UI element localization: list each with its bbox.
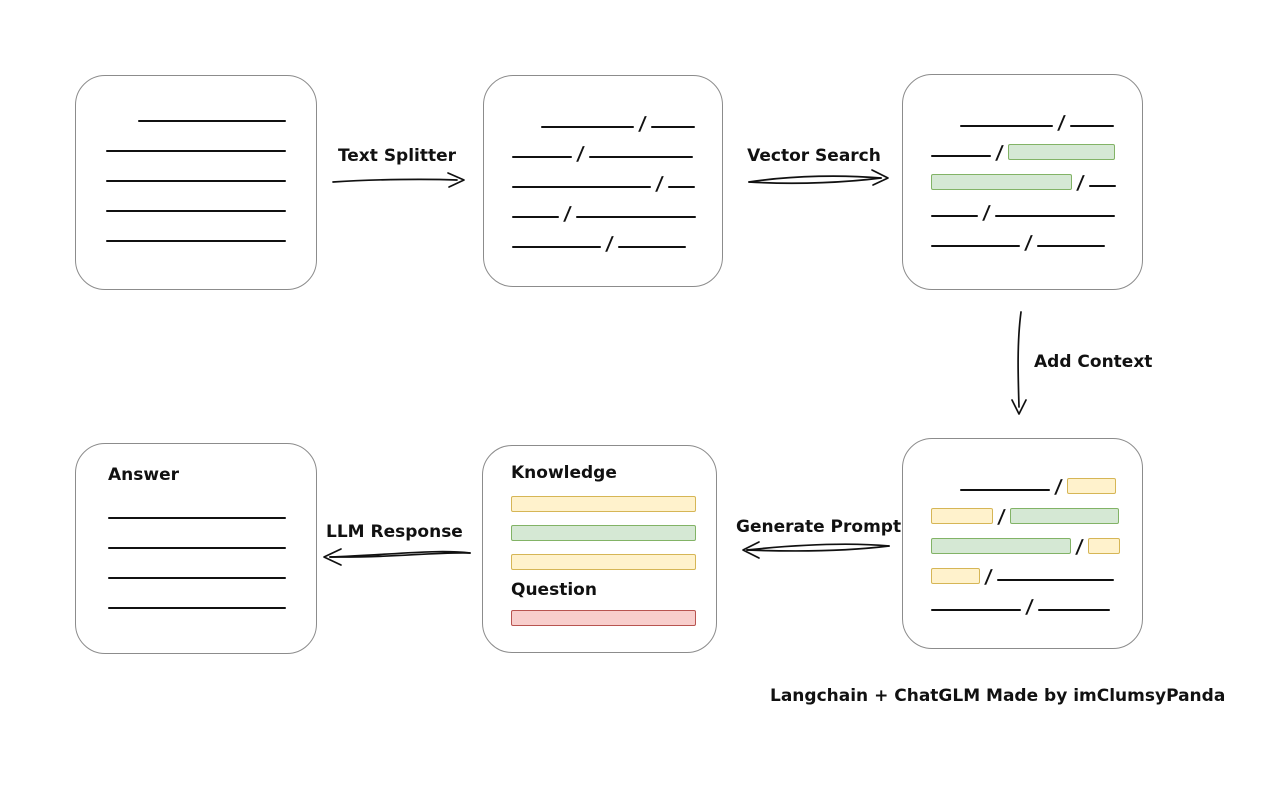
text-line — [650, 126, 695, 128]
text-line — [106, 240, 286, 242]
green-highlight-chip — [931, 538, 1071, 554]
chunk-row: / — [931, 585, 1142, 618]
answer-text-lines — [108, 486, 286, 609]
text-line-row — [106, 182, 286, 212]
vector-search-arrow — [748, 169, 889, 186]
text-splitter-label: Text Splitter — [337, 146, 457, 166]
question-title: Question — [511, 580, 597, 600]
prompt-box: Knowledge Question — [482, 445, 717, 653]
text-line — [931, 155, 991, 157]
yellow-highlight-chip — [931, 568, 980, 584]
slash-separator: / — [604, 233, 615, 255]
yellow-highlight-chip — [931, 508, 993, 524]
answer-box: Answer — [75, 443, 317, 654]
text-line — [931, 609, 1021, 611]
green-highlight-chip — [1007, 144, 1115, 160]
text-line — [512, 156, 572, 158]
add-context-label: Add Context — [1034, 352, 1153, 372]
credit-caption: Langchain + ChatGLM Made by imClumsyPand… — [770, 686, 1226, 706]
text-line — [588, 156, 693, 158]
chunk-row: / — [931, 555, 1142, 588]
text-line-row — [106, 152, 286, 182]
chunk-row: / — [931, 465, 1142, 498]
slash-separator: / — [1024, 596, 1035, 618]
knowledge-bars — [511, 496, 696, 570]
chunk-row: / — [931, 161, 1142, 194]
text-line-row — [106, 122, 286, 152]
vector-search-label: Vector Search — [747, 146, 881, 166]
text-line — [1036, 245, 1105, 247]
slash-separator: / — [1023, 232, 1034, 254]
text-line — [512, 246, 601, 248]
chunk-row: / — [512, 102, 722, 135]
text-line — [1037, 609, 1110, 611]
text-line — [108, 517, 286, 519]
text-line — [931, 245, 1020, 247]
answer-title: Answer — [108, 465, 179, 485]
llm-response-arrow — [323, 548, 471, 566]
text-line-row — [108, 579, 286, 609]
chunk-row: / — [931, 221, 1142, 254]
question-bars — [511, 610, 696, 626]
yellow-highlight-chip — [1087, 538, 1120, 554]
chunk-row: / — [931, 191, 1142, 224]
text-line — [667, 186, 695, 188]
chunk-row: / — [931, 495, 1142, 528]
text-line — [108, 607, 286, 609]
text-line — [960, 125, 1053, 127]
text-line — [106, 150, 286, 152]
text-line-row — [106, 92, 286, 122]
add-context-arrow — [1011, 311, 1027, 415]
text-line-row — [106, 212, 286, 242]
red-bar — [511, 610, 696, 626]
text-line — [106, 180, 286, 182]
chunk-row: / — [512, 222, 722, 255]
chunk-row: / — [512, 162, 722, 195]
context-added-box: ///// — [902, 438, 1143, 649]
llm-response-label: LLM Response — [326, 522, 463, 542]
green-highlight-chip — [1009, 508, 1119, 524]
text-line — [960, 489, 1050, 491]
vector-search-result-box: ///// — [902, 74, 1143, 290]
text-line — [108, 547, 286, 549]
yellow-bar — [511, 554, 696, 570]
vector-result-rows: ///// — [903, 75, 1142, 254]
text-line — [617, 246, 686, 248]
knowledge-title: Knowledge — [511, 463, 617, 483]
text-line — [575, 216, 696, 218]
text-line — [541, 126, 634, 128]
context-rows: ///// — [903, 439, 1142, 618]
green-highlight-chip — [931, 174, 1072, 190]
text-splitter-arrow — [332, 172, 465, 188]
text-line — [1088, 185, 1116, 187]
chunk-row: / — [931, 131, 1142, 164]
text-line — [931, 215, 978, 217]
chunk-row: / — [931, 525, 1142, 558]
text-line — [1069, 125, 1114, 127]
source-document-box — [75, 75, 317, 290]
yellow-bar — [511, 496, 696, 512]
chunk-row: / — [931, 101, 1142, 134]
text-line — [512, 186, 651, 188]
text-line — [996, 579, 1114, 581]
split-text-rows: ///// — [484, 76, 722, 255]
chunk-row: / — [512, 192, 722, 225]
chunk-row: / — [512, 132, 722, 165]
document-text-lines — [76, 76, 316, 242]
generate-prompt-arrow — [742, 541, 890, 559]
text-line-row — [108, 519, 286, 549]
green-bar — [511, 525, 696, 541]
text-line — [106, 210, 286, 212]
text-line — [512, 216, 559, 218]
text-line — [138, 120, 286, 122]
text-line — [994, 215, 1115, 217]
yellow-highlight-chip — [1066, 478, 1116, 494]
split-text-box: ///// — [483, 75, 723, 287]
text-line — [108, 577, 286, 579]
generate-prompt-label: Generate Prompt — [736, 517, 902, 537]
text-line-row — [108, 549, 286, 579]
text-line-row — [108, 489, 286, 519]
